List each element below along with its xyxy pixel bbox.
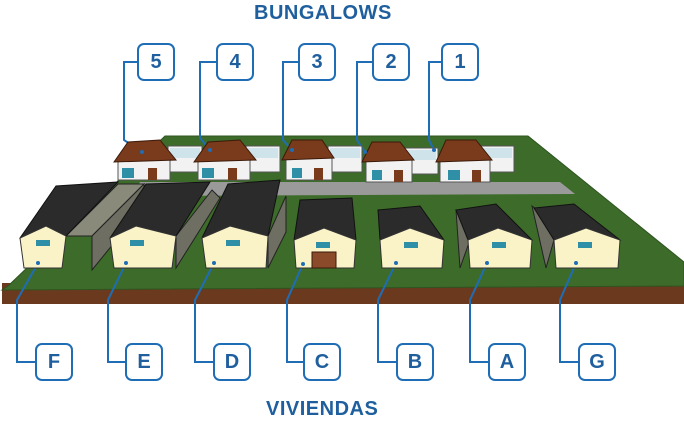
bungalow-4-callout[interactable]: 4 [216,43,254,81]
vivienda-E-building [109,181,221,270]
vivienda-E-callout[interactable]: E [125,343,163,381]
vivienda-G-building [531,203,622,269]
bungalow-3-callout[interactable]: 3 [298,43,336,81]
bungalow-2-building [361,141,439,183]
viviendas-row [19,179,622,272]
vivienda-C-building [293,197,357,269]
vivienda-D-building [201,179,287,269]
vivienda-A-callout[interactable]: A [488,343,526,381]
vivienda-C-callout[interactable]: C [303,343,341,381]
vivienda-D-callout[interactable]: D [213,343,251,381]
bungalows-row [113,139,515,183]
leader-anchors [36,148,578,266]
bungalow-2-callout[interactable]: 2 [372,43,410,81]
vivienda-F-callout[interactable]: F [35,343,73,381]
bungalow-1-building [435,139,515,183]
bungalows-title: BUNGALOWS [254,2,392,24]
bungalow-4-building [193,139,281,181]
viviendas-title: VIVIENDAS [266,398,379,420]
bungalow-3-building [281,139,363,181]
bungalow-5-callout[interactable]: 5 [137,43,175,81]
vivienda-A-building [455,203,534,269]
vivienda-B-building [377,205,445,269]
vivienda-G-callout[interactable]: G [578,343,616,381]
bungalow-1-callout[interactable]: 1 [441,43,479,81]
vivienda-B-callout[interactable]: B [396,343,434,381]
leader-lines [16,61,580,363]
